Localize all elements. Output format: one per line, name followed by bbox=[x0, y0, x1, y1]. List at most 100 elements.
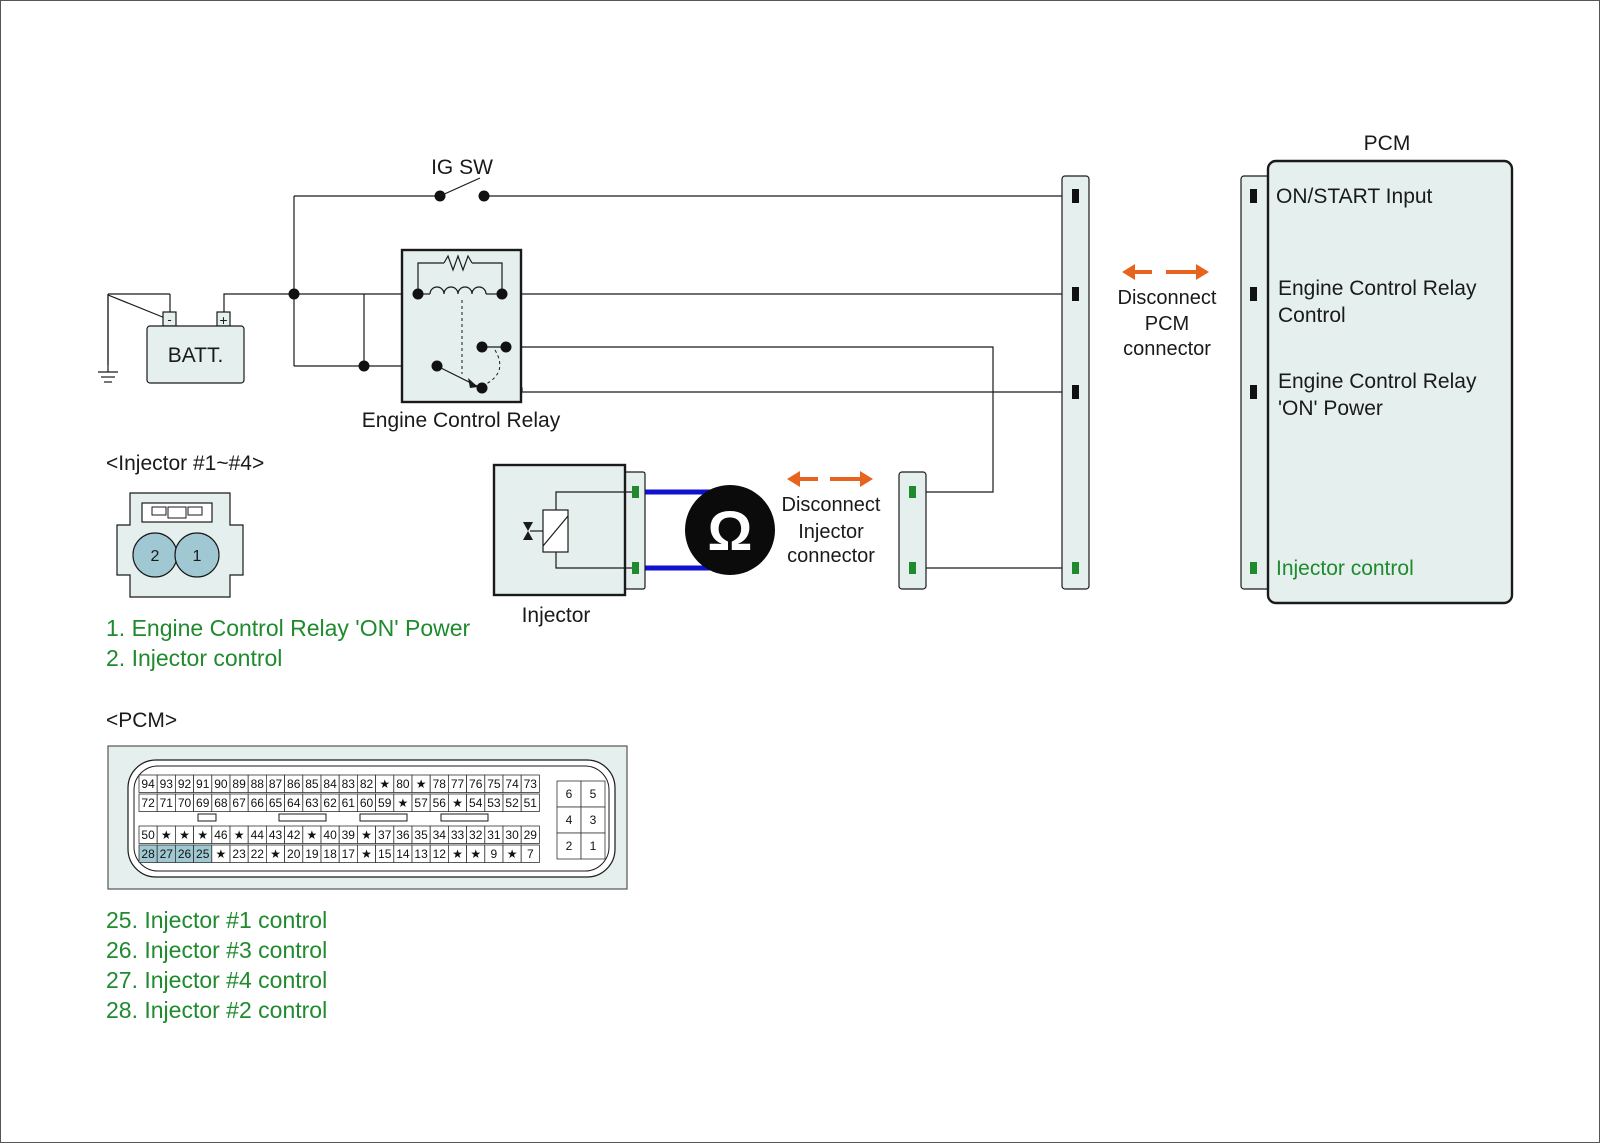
pcm-pin-label: 87 bbox=[269, 777, 283, 791]
pcm-pin-label: 82 bbox=[360, 777, 374, 791]
pcm-side-label: 3 bbox=[590, 813, 597, 827]
pcm-pin-label: 46 bbox=[214, 828, 228, 842]
pcm-pin-label: ★ bbox=[361, 847, 372, 861]
pcm-pin-label: ★ bbox=[398, 796, 409, 810]
pcm-pin-label: 20 bbox=[287, 847, 301, 861]
pcm-pin-label: 39 bbox=[342, 828, 356, 842]
pcm-pin-label: 63 bbox=[305, 796, 319, 810]
disconnect-injector-line-2: Injector bbox=[798, 521, 864, 543]
pcm-pin-label: ★ bbox=[470, 847, 481, 861]
injector-pin-2 bbox=[632, 562, 639, 574]
pcm-pin-label: 22 bbox=[251, 847, 265, 861]
injector-pin-2-label: 2 bbox=[151, 548, 160, 565]
wires bbox=[98, 195, 1075, 571]
pcm-pin-label: 26 bbox=[178, 847, 192, 861]
pcm-pin-label: 93 bbox=[160, 777, 174, 791]
battery-body bbox=[146, 325, 245, 384]
pcm-pin-label: 35 bbox=[414, 828, 428, 842]
pcm-pin-label: 83 bbox=[342, 777, 356, 791]
injector-lead-top bbox=[555, 491, 632, 510]
pcm-pin-label: ★ bbox=[507, 847, 518, 861]
pcm-pin-label: 77 bbox=[451, 777, 465, 791]
pcm-pin-label: 72 bbox=[141, 796, 155, 810]
battery: - + BATT. bbox=[146, 311, 245, 384]
pcm-side-cell bbox=[580, 832, 606, 860]
relay-resistor-lead-right bbox=[472, 262, 503, 294]
pcm-on-start-label: ON/START Input bbox=[1276, 185, 1433, 208]
pcm-pin-label: 42 bbox=[287, 828, 301, 842]
pcm-key-3 bbox=[359, 813, 408, 822]
battery-plus-sign: + bbox=[219, 312, 227, 328]
pcm-legend-27: 27. Injector #4 control bbox=[106, 967, 327, 993]
injector-lead-bottom bbox=[555, 552, 632, 569]
injector-connector-title: <Injector #1~#4> bbox=[106, 452, 264, 475]
disconnect-pcm-line-1: Disconnect bbox=[1118, 287, 1217, 309]
harness-pin-1 bbox=[909, 486, 916, 498]
injector-harness-connector bbox=[898, 471, 927, 590]
pcm-side-label: 6 bbox=[566, 787, 573, 801]
pcm-pin-label: 23 bbox=[232, 847, 246, 861]
pcm-module: PCM ON/START Input Engine Control Relay … bbox=[1240, 132, 1514, 605]
pcm-pin-label: 40 bbox=[323, 828, 337, 842]
battery-minus-sign: - bbox=[167, 312, 171, 327]
pcm-pin-label: 70 bbox=[178, 796, 192, 810]
pcm-pin-label: 13 bbox=[414, 847, 428, 861]
junction-battery bbox=[288, 288, 300, 300]
pcm-side-cell bbox=[580, 806, 606, 834]
ohm-symbol: Ω bbox=[708, 499, 753, 562]
ohmmeter: Ω bbox=[685, 485, 775, 575]
pcm-pin-label: 19 bbox=[305, 847, 319, 861]
relay-label: Engine Control Relay bbox=[362, 409, 561, 432]
pcm-pin-label: ★ bbox=[307, 828, 318, 842]
pcm-relay-control-label-2: Control bbox=[1278, 304, 1346, 327]
pcm-pin-label: ★ bbox=[452, 796, 463, 810]
pcm-pin-label: 32 bbox=[469, 828, 483, 842]
pcm-pin-label: 44 bbox=[251, 828, 265, 842]
pcm-pin-label: ★ bbox=[179, 828, 190, 842]
pcm-pin-label: 71 bbox=[160, 796, 174, 810]
pcm-pin-label: 28 bbox=[141, 847, 155, 861]
pcm-pin-label: 37 bbox=[378, 828, 392, 842]
pcm-pin-label: 50 bbox=[141, 828, 155, 842]
pcm-pin-label: 69 bbox=[196, 796, 210, 810]
disconnect-pcm-arrow-icon bbox=[1122, 264, 1209, 280]
pcm-pin-label: 73 bbox=[524, 777, 538, 791]
ground-icon bbox=[98, 294, 118, 383]
pcm-pin-label: 60 bbox=[360, 796, 374, 810]
pcm-pin-label: 36 bbox=[396, 828, 410, 842]
disconnect-injector-line-1: Disconnect bbox=[782, 494, 881, 516]
pcm-injector-control-label: Injector control bbox=[1276, 557, 1414, 580]
pcm-pin-label: 29 bbox=[524, 828, 538, 842]
injector-nozzle-icon bbox=[523, 522, 533, 531]
injector-connector-diagram: <Injector #1~#4> 2 1 1. Engine Control R… bbox=[106, 452, 471, 671]
pcm-harness-connector bbox=[1061, 175, 1090, 590]
pcm-pin-label: 92 bbox=[178, 777, 192, 791]
pcm-pin-label: 85 bbox=[305, 777, 319, 791]
pcm-pin-label: 56 bbox=[433, 796, 447, 810]
pcm-body bbox=[1266, 159, 1514, 605]
ig-switch: IG SW bbox=[431, 156, 493, 202]
pcm-pin-label: 90 bbox=[214, 777, 228, 791]
injector-legend-2: 2. Injector control bbox=[106, 645, 282, 671]
pcm-pin-label: ★ bbox=[416, 777, 427, 791]
pcm-side-label: 4 bbox=[566, 813, 573, 827]
pcm-pin-cell bbox=[520, 844, 540, 863]
disconnect-injector-note: Disconnect Injector connector bbox=[782, 471, 881, 567]
pcm-title: PCM bbox=[1364, 132, 1411, 155]
pcm-pin-label: 66 bbox=[251, 796, 265, 810]
pcm-pin-label: 78 bbox=[433, 777, 447, 791]
relay-coil-icon bbox=[429, 286, 487, 295]
pcm-side-label: 5 bbox=[590, 787, 597, 801]
pcm-key-2 bbox=[278, 813, 327, 822]
pcm-pin-label: 30 bbox=[505, 828, 519, 842]
pcm-pin-label: ★ bbox=[216, 847, 227, 861]
injector-label: Injector bbox=[522, 604, 591, 627]
ig-switch-contact-right bbox=[478, 190, 490, 202]
pcm-pin-label: 33 bbox=[451, 828, 465, 842]
pcm-pin-label: 53 bbox=[487, 796, 501, 810]
pcm-pin-label: 84 bbox=[323, 777, 337, 791]
pcm-pin-label: 18 bbox=[323, 847, 337, 861]
